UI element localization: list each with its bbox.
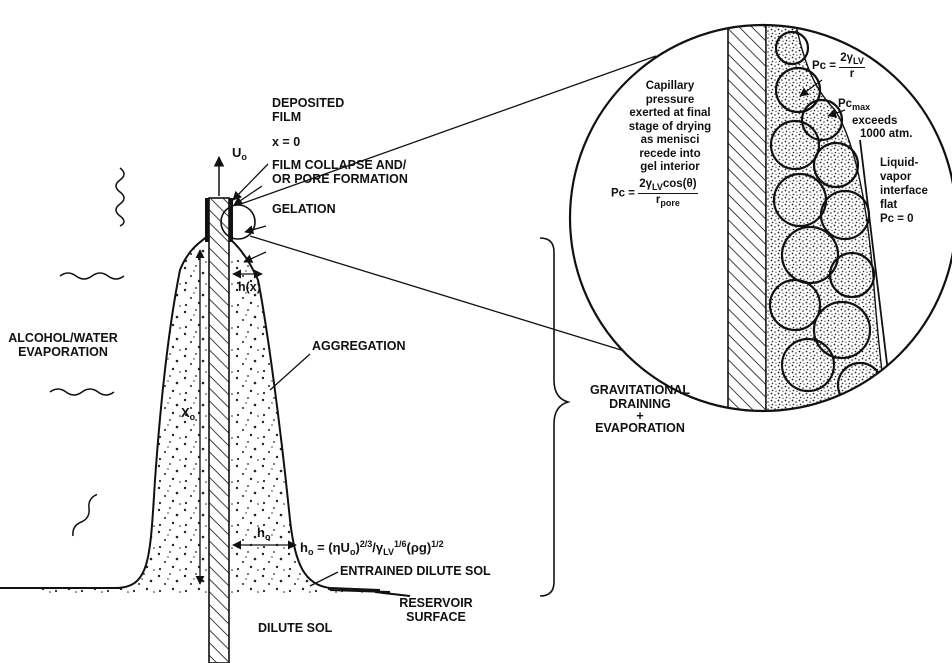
evaporation-wave-1 (116, 168, 124, 226)
x-zero-label: x = 0 (272, 135, 300, 149)
alcohol-water-label: ALCOHOL/WATER EVAPORATION (3, 331, 123, 359)
evaporation-wave-4 (70, 493, 99, 538)
pcmax-label: Pcmax exceeds 1000 atm. (838, 98, 912, 142)
capillary-pressure-text: Capillary pressure exerted at final stag… (618, 80, 722, 175)
evaporation-wave-2 (60, 273, 124, 279)
gelation-label: GELATION (272, 202, 336, 216)
deposited-film-layer (229, 198, 233, 242)
dilute-sol-label: DILUTE SOL (258, 621, 332, 635)
pointer-deposited-film (233, 164, 268, 200)
film-left-layer (205, 198, 209, 242)
ho-dimension-label: ho (257, 526, 270, 544)
inset-substrate (728, 0, 766, 420)
gravitational-brace (540, 238, 568, 596)
capillary-pressure-equation: Pc = 2γLVcos(θ)rpore (611, 178, 698, 209)
evaporation-wave-3 (50, 389, 114, 395)
aggregation-label: AGGREGATION (312, 339, 406, 353)
gravitational-draining-label: GRAVITATIONAL DRAINING + EVAPORATION (570, 383, 710, 435)
pointer-gelation (244, 252, 266, 262)
film-collapse-label: FILM COLLAPSE AND/ OR PORE FORMATION (272, 158, 408, 186)
reservoir-surface-label: RESERVOIR SURFACE (386, 596, 486, 624)
deposited-film-label: DEPOSITED FILM (272, 96, 344, 124)
thickness-hx-label: h(x) (238, 280, 261, 294)
pointer-entrained (310, 572, 338, 586)
meniscus-height-label: Xo (181, 406, 195, 424)
pointer-aggregation (270, 354, 310, 390)
pointer-film-collapse (245, 226, 266, 232)
substrate (209, 198, 229, 663)
entrained-dilute-sol-label: ENTRAINED DILUTE SOL (340, 564, 491, 578)
ho-equation: ho = (ηUo)2/3/γLV1/6(ρg)1/2 (300, 537, 444, 559)
withdrawal-speed-label: Uo (232, 146, 247, 164)
liquid-vapor-interface-text: Liquid- vapor interface flat Pc = 0 (880, 156, 928, 226)
